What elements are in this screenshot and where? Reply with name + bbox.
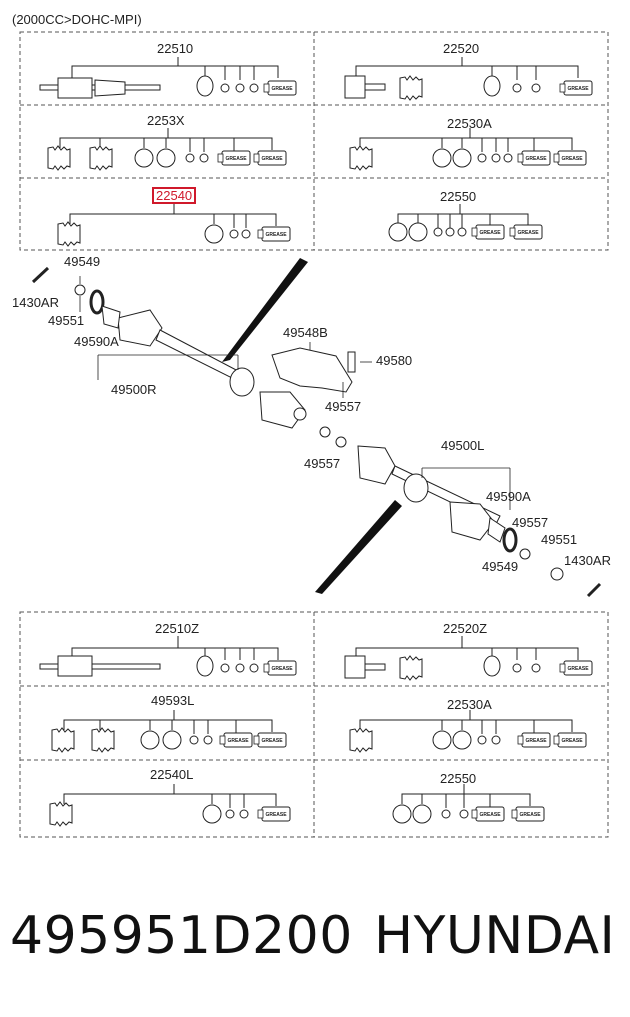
grease-tube-label: GREASE	[517, 230, 539, 236]
brand-name: HYUNDAI	[374, 906, 616, 966]
callout-49500L[interactable]: 49500L	[441, 438, 485, 453]
kit-grid-top	[19, 31, 609, 251]
grease-tube-label: GREASE	[561, 156, 583, 162]
kit-code-22530A[interactable]: 22530A	[447, 116, 492, 131]
grease-tube-label: GREASE	[479, 230, 501, 236]
part-number: 495951D200	[10, 906, 353, 966]
grease-tube-label: GREASE	[271, 86, 293, 92]
callout-49551-right[interactable]: 49551	[48, 313, 85, 328]
kit-code-22510[interactable]: 22510	[157, 41, 194, 56]
grease-tube-label: GREASE	[567, 666, 589, 672]
callout-49557-a[interactable]: 49557	[325, 399, 362, 414]
kit-code-22520[interactable]: 22520	[443, 41, 480, 56]
grease-tube-label: GREASE	[479, 812, 501, 818]
grease-tube-label: GREASE	[525, 738, 547, 744]
grease-tube-label: GREASE	[567, 86, 589, 92]
kit-code-22530A-bottom[interactable]: 22530A	[447, 697, 492, 712]
grease-tube-label: GREASE	[561, 738, 583, 744]
grease-tube-label: GREASE	[265, 232, 287, 238]
callout-49557-c[interactable]: 49557	[512, 515, 549, 530]
callout-49549-right[interactable]: 49549	[64, 254, 101, 269]
main-shaft-art	[31, 258, 602, 598]
kit-22550-art	[388, 204, 543, 242]
kit-22550-bottom-art	[392, 784, 545, 824]
grease-tube-label: GREASE	[225, 156, 247, 162]
grease-tube-label: GREASE	[525, 156, 547, 162]
kit-code-22540L[interactable]: 22540L	[150, 767, 194, 782]
callout-49551-left[interactable]: 49551	[541, 532, 578, 547]
grease-tube-label: GREASE	[519, 812, 541, 818]
grease-tube-label: GREASE	[227, 738, 249, 744]
kit-22520-art	[344, 57, 593, 101]
kit-code-2253X[interactable]: 2253X	[147, 113, 185, 128]
callout-49549-left[interactable]: 49549	[482, 559, 519, 574]
grease-tube-label: GREASE	[271, 666, 293, 672]
kit-22510-art	[39, 57, 297, 99]
grease-tube-label: GREASE	[261, 738, 283, 744]
grease-tube-label: GREASE	[261, 156, 283, 162]
kit-22540L-art	[49, 784, 291, 827]
callout-49500R[interactable]: 49500R	[111, 382, 157, 397]
kit-2253X-art	[47, 128, 287, 171]
callout-49590A-left[interactable]: 49590A	[486, 489, 531, 504]
callout-1430AR-right[interactable]: 1430AR	[12, 295, 59, 310]
callout-49548B[interactable]: 49548B	[283, 325, 328, 340]
kit-22520Z-art	[344, 636, 593, 681]
grease-tube-label: GREASE	[265, 812, 287, 818]
kit-49593L-art	[51, 710, 287, 753]
callout-49557-b[interactable]: 49557	[304, 456, 341, 471]
kit-22540-art	[57, 204, 291, 247]
kit-22510Z-art	[39, 636, 297, 677]
kit-code-22550[interactable]: 22550	[440, 189, 477, 204]
kit-grid-bottom	[19, 611, 609, 838]
kit-code-22520Z[interactable]: 22520Z	[443, 621, 488, 636]
callout-49580[interactable]: 49580	[376, 353, 413, 368]
kit-22530A-bottom-art	[349, 710, 587, 753]
kit-code-22550-bottom[interactable]: 22550	[440, 771, 477, 786]
kit-22530A-art	[349, 128, 587, 171]
kit-code-22510Z[interactable]: 22510Z	[155, 621, 200, 636]
callout-1430AR-left[interactable]: 1430AR	[564, 553, 611, 568]
engine-spec-header: (2000CC>DOHC-MPI)	[12, 12, 142, 27]
callout-49590A-right[interactable]: 49590A	[74, 334, 119, 349]
kit-code-49593L[interactable]: 49593L	[151, 693, 195, 708]
kit-code-22540-highlighted[interactable]: 22540	[152, 187, 197, 204]
